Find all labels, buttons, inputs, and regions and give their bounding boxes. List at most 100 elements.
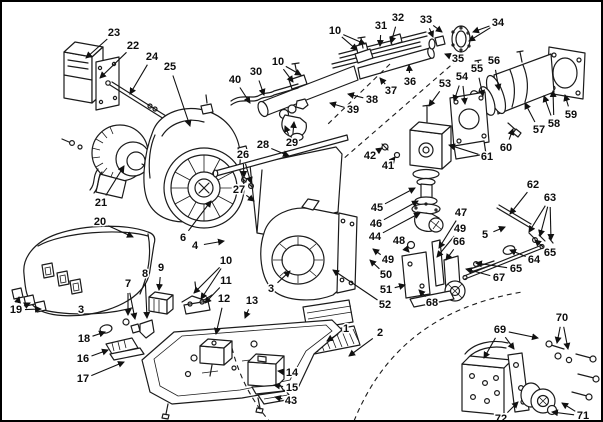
leader-line [563, 326, 571, 350]
leader-line [129, 292, 138, 320]
part-number-label: 3 [78, 304, 84, 316]
part-number-label: 64 [528, 254, 541, 266]
leader-line [384, 187, 416, 205]
part-number-label: 50 [380, 269, 392, 281]
leader-line [332, 269, 378, 301]
leader-line [507, 128, 515, 140]
part-number-label: 21 [95, 197, 107, 209]
leader-line [348, 337, 374, 357]
leader-line [193, 267, 220, 294]
gun-assembly [230, 25, 471, 161]
leader-line [528, 205, 546, 233]
leader-line [187, 200, 212, 232]
leader-line [271, 147, 290, 157]
leader-line [438, 220, 457, 249]
part-number-label: 24 [146, 51, 159, 63]
leader-line [274, 395, 283, 402]
part-number-label: 22 [127, 40, 139, 52]
leader-line [375, 147, 383, 155]
leader-line [91, 348, 109, 357]
leader-line [444, 52, 452, 60]
mounting-bracket-kit [461, 340, 600, 416]
leader-line [258, 80, 266, 96]
small-parts-cluster [99, 291, 174, 361]
part-number-label: 51 [380, 284, 392, 296]
part-number-label: 47 [455, 207, 467, 219]
part-number-label: 56 [488, 55, 500, 67]
leader-line [452, 85, 460, 102]
part-number-label: 36 [404, 76, 416, 88]
part-number-label: 66 [453, 236, 465, 248]
part-number-label: 49 [382, 254, 394, 266]
leader-line [326, 333, 339, 342]
igniter-and-clamp [181, 281, 233, 377]
leader-line [394, 283, 406, 290]
part-number-label: 32 [392, 12, 404, 24]
part-number-label: 40 [229, 74, 241, 86]
part-number-label: 58 [548, 118, 560, 130]
part-number-label: 3 [268, 283, 274, 295]
part-number-label: 71 [577, 410, 589, 420]
leader-line [372, 248, 382, 256]
combustion-housing [260, 198, 358, 301]
part-number-label: 1 [343, 323, 349, 335]
leader-line [445, 248, 455, 261]
part-number-label: 52 [379, 299, 391, 311]
part-number-label: 27 [233, 184, 245, 196]
leader-line [285, 65, 302, 76]
part-number-label: 2 [377, 327, 383, 339]
part-number-label: 33 [420, 14, 432, 26]
part-number-label: 62 [527, 179, 539, 191]
part-number-label: 28 [257, 139, 269, 151]
leader-line [244, 163, 253, 184]
blast-tube-assembly [449, 46, 586, 160]
damper-assembly [401, 239, 466, 308]
leader-line [542, 95, 552, 116]
part-number-label: 25 [164, 61, 176, 73]
leader-line [478, 77, 486, 97]
leader-line [273, 382, 284, 390]
leader-line [504, 336, 515, 350]
part-number-label: 38 [366, 94, 378, 106]
part-number-label: 48 [393, 235, 405, 247]
leader-line [240, 163, 248, 178]
chassis-base [141, 319, 343, 420]
part-number-label: 4 [192, 240, 199, 252]
part-number-label: 8 [142, 268, 148, 280]
leader-line [341, 36, 358, 51]
part-number-label: 61 [481, 151, 493, 163]
dashed-reference-curves [231, 291, 523, 420]
part-number-label: 18 [78, 333, 90, 345]
leader-line [14, 296, 22, 304]
part-number-label: 49 [454, 223, 466, 235]
part-number-label: 46 [370, 218, 382, 230]
part-number-label: 55 [471, 63, 483, 75]
leader-line [156, 276, 164, 291]
leader-line [92, 330, 106, 338]
part-number-label: 43 [285, 395, 297, 407]
valve-assembly [381, 104, 452, 233]
leader-line [551, 409, 575, 417]
leader-line [204, 287, 221, 304]
part-number-label: 30 [250, 66, 262, 78]
part-number-label: 70 [556, 312, 568, 324]
leader-line [428, 90, 441, 107]
leader-line [465, 267, 491, 277]
part-number-label: 10 [220, 255, 232, 267]
leader-line [468, 27, 491, 42]
leader-line [418, 289, 426, 297]
leader-line [244, 309, 251, 319]
part-number-label: 34 [492, 17, 505, 29]
leader-line [561, 402, 576, 412]
leader-line [105, 165, 125, 196]
part-number-label: 63 [544, 192, 556, 204]
cover-shell [11, 225, 156, 317]
leader-line [475, 260, 508, 269]
part-number-label: 6 [180, 232, 186, 244]
leader-line [107, 225, 134, 238]
part-number-label: 13 [246, 295, 258, 307]
leader-line [524, 102, 536, 123]
part-number-label: 19 [10, 304, 22, 316]
part-number-label: 69 [494, 324, 506, 336]
